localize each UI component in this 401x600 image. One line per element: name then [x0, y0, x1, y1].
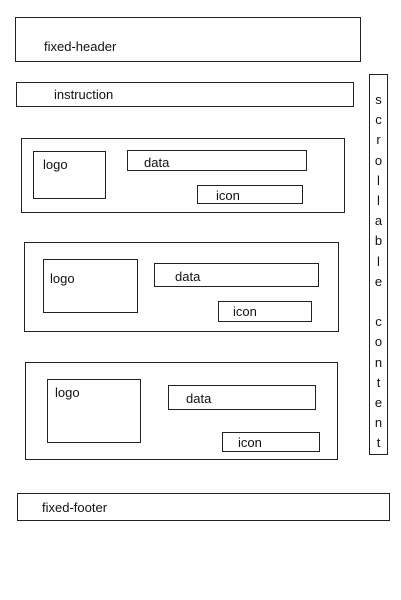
- card-3-logo-label: logo: [55, 385, 80, 400]
- scroll-letter: l: [377, 193, 380, 208]
- card-3-icon-box: icon: [222, 432, 320, 452]
- card-3-data-label: data: [186, 391, 212, 406]
- scroll-letter: e: [374, 273, 383, 289]
- card-2-icon-label: icon: [233, 304, 257, 319]
- card-2-icon-box: icon: [218, 301, 312, 322]
- scroll-letter: c: [375, 112, 382, 128]
- fixed-header-box: fixed-header: [15, 17, 361, 62]
- scroll-letter: r: [376, 132, 381, 148]
- scroll-letter: n: [374, 415, 383, 431]
- fixed-header-label: fixed-header: [44, 39, 117, 54]
- scroll-letter: e: [374, 395, 383, 410]
- scroll-letter: t: [376, 374, 381, 390]
- scroll-letter: n: [374, 354, 383, 370]
- scroll-letter: c: [375, 314, 382, 330]
- scroll-letter: b: [374, 233, 383, 249]
- instruction-box: instruction: [16, 82, 354, 107]
- card-3-data-box: data: [168, 385, 316, 410]
- card-1-icon-label: icon: [216, 188, 240, 203]
- card-2-logo-label: logo: [50, 271, 75, 286]
- fixed-footer-box: fixed-footer: [17, 493, 390, 521]
- scroll-letter: o: [374, 152, 383, 168]
- card-1-data-label: data: [144, 155, 170, 170]
- card-1-logo-box: logo: [33, 151, 106, 199]
- scroll-letter: a: [374, 213, 383, 229]
- scroll-letter: l: [377, 253, 380, 269]
- card-1-icon-box: icon: [197, 185, 303, 204]
- scroll-letter: s: [375, 92, 382, 107]
- instruction-label: instruction: [54, 87, 114, 102]
- card-2-data-label: data: [175, 269, 201, 284]
- card-3-logo-box: logo: [47, 379, 141, 443]
- scroll-letter: t: [376, 435, 381, 451]
- card-1-logo-label: logo: [43, 157, 68, 172]
- card-2-data-box: data: [154, 263, 319, 287]
- card-2-logo-box: logo: [43, 259, 138, 313]
- scroll-letter: l: [377, 172, 380, 188]
- scroll-letter: o: [374, 334, 383, 350]
- card-1-data-box: data: [127, 150, 307, 171]
- fixed-footer-label: fixed-footer: [42, 500, 108, 515]
- card-3-icon-label: icon: [238, 435, 262, 450]
